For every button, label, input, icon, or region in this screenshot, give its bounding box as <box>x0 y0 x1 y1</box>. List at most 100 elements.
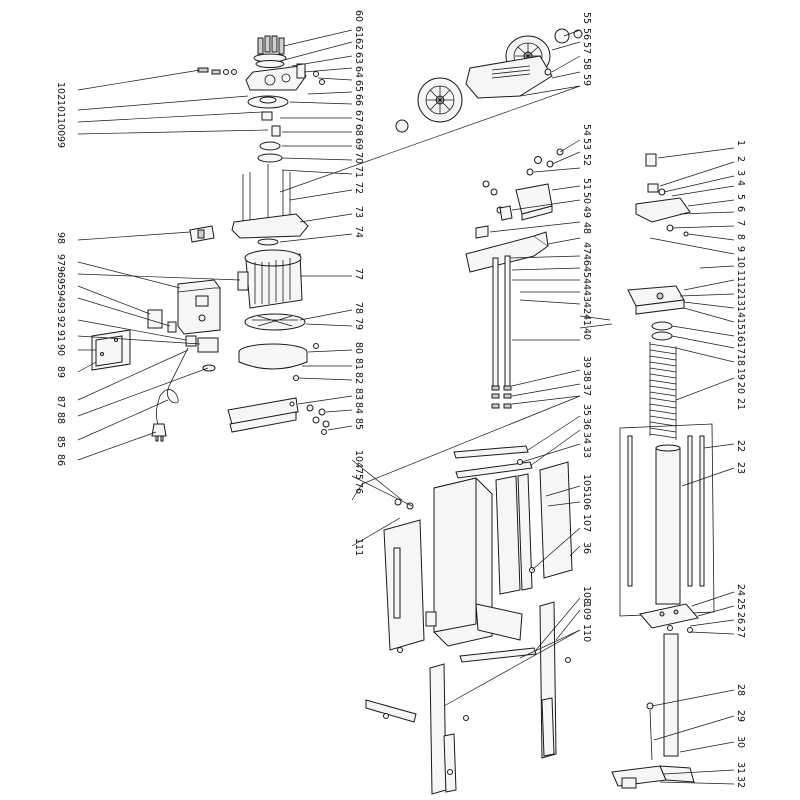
switch-button <box>189 225 215 243</box>
callout-14: 14 <box>735 306 746 318</box>
callout-54: 54 <box>581 124 592 136</box>
callout-91: 90 <box>55 344 66 356</box>
ram-push-rod <box>663 633 679 757</box>
callout-79: 79 <box>353 318 364 330</box>
callout-64: 64 <box>353 66 364 78</box>
callout-labels: 102 101 100 99 98 97 96 95 94 93 92 91 9… <box>55 10 746 788</box>
right-slide-rails <box>495 461 573 595</box>
callout-34: 34 <box>581 432 592 444</box>
upper-bracket <box>515 183 553 221</box>
callout-65: 65 <box>353 80 364 92</box>
callout-36: 36 <box>581 418 592 430</box>
callout-15: 15 <box>735 318 746 330</box>
callout-75: 75 <box>353 468 364 480</box>
motor-head-assembly <box>91 35 330 442</box>
callout-107: 107 <box>581 514 592 532</box>
callout-leaders <box>77 29 735 785</box>
callout-98: 97 <box>55 254 66 266</box>
motor-mount-bracket <box>227 397 299 433</box>
callout-87: 86 <box>55 454 66 466</box>
callout-83: 83 <box>353 388 364 400</box>
center-upper-assembly <box>465 148 564 409</box>
callout-42: 42 <box>581 302 592 314</box>
mid-rail-strip <box>455 461 533 479</box>
pusher-arm-left <box>429 663 457 795</box>
callout-2: 2 <box>735 156 746 162</box>
callout-30: 30 <box>735 736 746 748</box>
callout-39: 39 <box>581 356 592 368</box>
callout-77: 77 <box>353 268 364 280</box>
callout-69: 69 <box>353 138 364 150</box>
flange-gasket <box>257 238 279 246</box>
callout-43: 43 <box>581 290 592 302</box>
callout-51: 51 <box>581 178 592 190</box>
callout-37: 37 <box>581 384 592 396</box>
callout-49: 49 <box>581 206 592 218</box>
callout-28: 28 <box>735 684 746 696</box>
top-guide-plate <box>465 231 549 273</box>
wheel-hub-caps <box>395 28 583 133</box>
power-cord-plug <box>151 347 189 442</box>
callout-36-lower: 36 <box>581 542 592 554</box>
callout-8: 8 <box>735 234 746 240</box>
callout-25: 25 <box>735 598 746 610</box>
capacitor <box>147 309 163 329</box>
ram-foot <box>611 765 695 789</box>
switch-box <box>177 279 221 335</box>
callout-105: 105 <box>581 474 592 492</box>
callout-103: 102 <box>55 82 66 100</box>
nut-cluster <box>482 148 564 214</box>
callout-21: 21 <box>735 398 746 410</box>
callout-48: 48 <box>581 222 592 234</box>
callout-26: 26 <box>735 612 746 624</box>
callout-24: 24 <box>735 584 746 596</box>
callout-22: 22 <box>735 440 746 452</box>
ram-column-assembly <box>611 153 715 789</box>
column-guide-bushings <box>651 321 673 341</box>
callout-19: 19 <box>735 368 746 380</box>
callout-10: 10 <box>735 256 746 268</box>
front-wheel <box>417 77 463 123</box>
callout-3: 3 <box>735 170 746 176</box>
ram-guide-block <box>627 285 685 315</box>
callout-109: 109 <box>581 602 592 620</box>
callout-31: 31 <box>735 762 746 774</box>
motor-screws <box>293 343 330 435</box>
callout-100: 99 <box>55 136 66 148</box>
spacer-stack <box>247 95 289 163</box>
callout-40: 40 <box>581 328 592 340</box>
callout-23: 23 <box>735 462 746 474</box>
pusher-arm-right <box>539 601 557 759</box>
callout-111: 111 <box>353 538 364 556</box>
pusher-screws <box>383 713 469 775</box>
column-outline-box <box>619 423 715 617</box>
guide-rods <box>492 255 511 389</box>
callout-66: 66 <box>353 94 364 106</box>
callout-60: 60 <box>353 10 364 22</box>
callout-5: 5 <box>735 194 746 200</box>
column-spring <box>649 342 677 440</box>
ram-column <box>655 444 681 605</box>
callout-99: 98 <box>55 232 66 244</box>
callout-4: 4 <box>735 180 746 186</box>
callout-12: 12 <box>735 282 746 294</box>
wedge-foot <box>365 699 417 723</box>
callout-88: 87 <box>55 396 66 408</box>
callout-45: 45 <box>581 266 592 278</box>
callout-35: 35 <box>581 404 592 416</box>
callout-16: 16 <box>735 330 746 342</box>
callout-94: 93 <box>55 302 66 314</box>
callout-7: 7 <box>735 220 746 226</box>
callout-6: 6 <box>735 206 746 212</box>
callout-102: 101 <box>55 100 66 118</box>
callout-68: 68 <box>353 124 364 136</box>
callout-70: 70 <box>353 152 364 164</box>
callout-63: 63 <box>353 52 364 64</box>
column-base-plate <box>639 603 699 633</box>
callout-38: 38 <box>581 370 592 382</box>
callout-61: 61 <box>353 26 364 38</box>
callout-92: 91 <box>55 330 66 342</box>
callout-41: 41 <box>581 314 592 326</box>
callout-110: 110 <box>581 624 592 642</box>
